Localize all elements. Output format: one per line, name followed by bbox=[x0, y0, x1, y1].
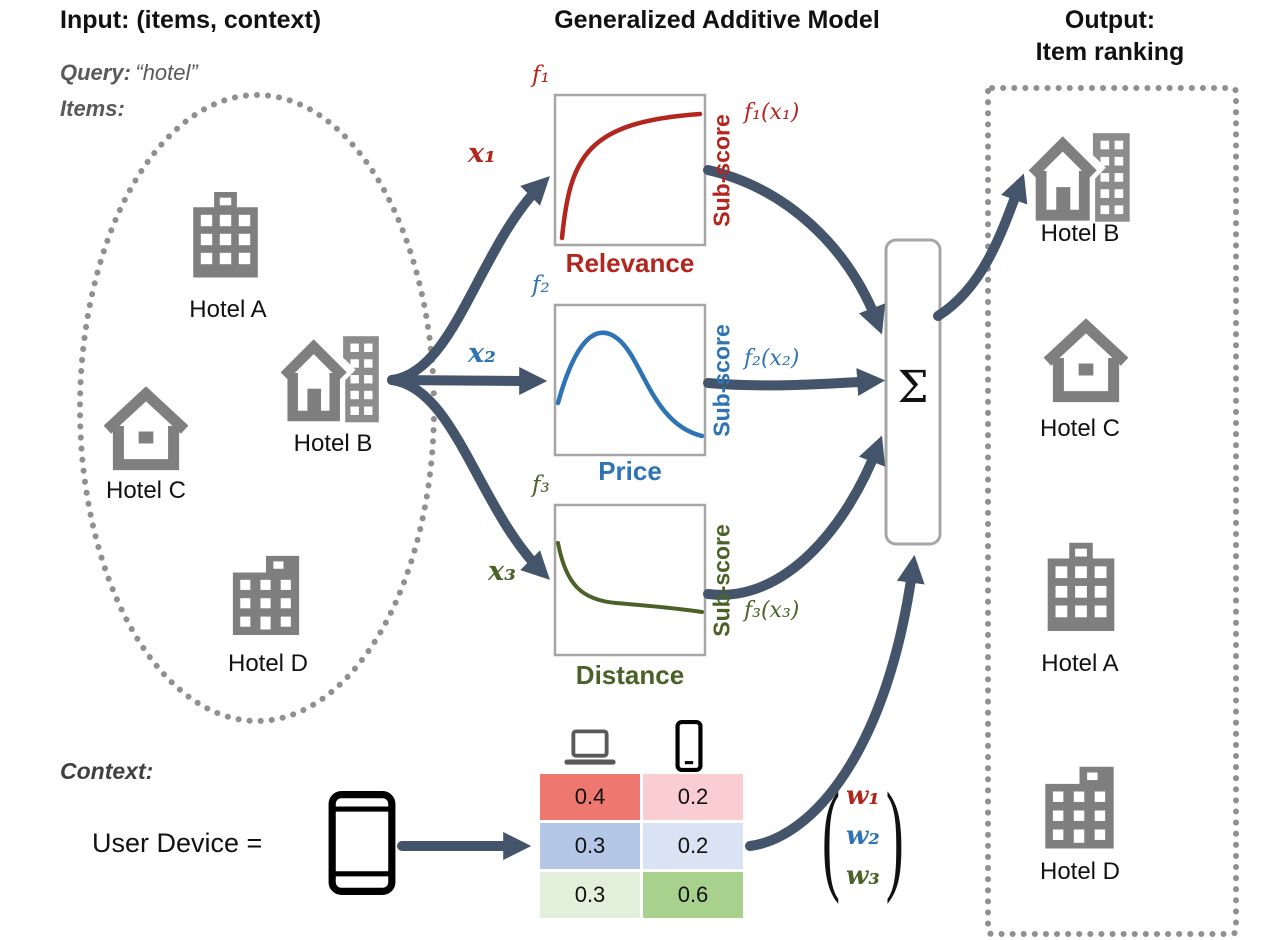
query-value: “hotel” bbox=[135, 60, 198, 85]
phone-column-icon bbox=[678, 722, 701, 770]
output-rank-3-label: Hotel A bbox=[1041, 650, 1119, 677]
hotel-a-label: Hotel A bbox=[189, 296, 267, 323]
context-weight-table: 0.4 0.2 0.3 0.2 0.3 0.6 bbox=[540, 774, 743, 918]
output-rank-1-label: Hotel B bbox=[1040, 220, 1120, 247]
arrow-f1-to-sum bbox=[703, 165, 886, 335]
user-device-label: User Device = bbox=[92, 828, 263, 858]
table-cell-laptop-w1: 0.4 bbox=[540, 774, 640, 820]
table-cell-phone-w3: 0.6 bbox=[643, 872, 743, 918]
right-paren: ) bbox=[885, 767, 904, 905]
hotel-b-label: Hotel B bbox=[293, 430, 373, 457]
hotel-c-icon bbox=[107, 394, 184, 465]
hotel-c-label: Hotel C bbox=[105, 477, 187, 504]
price-chart-box bbox=[553, 303, 707, 457]
sum-symbol: Σ bbox=[897, 362, 929, 413]
output-rank-4-label: Hotel D bbox=[1039, 858, 1121, 885]
output-hotel-c-icon bbox=[1047, 326, 1124, 397]
x1-label: x₁ bbox=[468, 138, 496, 169]
x2-label: x₂ bbox=[468, 338, 496, 369]
table-cell-laptop-w3: 0.3 bbox=[540, 872, 640, 918]
arrow-f2-to-sum bbox=[703, 368, 886, 397]
price-axis: Sub-score bbox=[700, 305, 744, 455]
user-device-smartphone-icon bbox=[332, 795, 392, 892]
f3-label: f₃ bbox=[532, 472, 550, 498]
output-title-line2: Item ranking bbox=[1035, 38, 1185, 66]
relevance-axis: Sub-score bbox=[700, 95, 744, 245]
table-cell-phone-w1: 0.2 bbox=[643, 774, 743, 820]
output-box bbox=[985, 85, 1239, 937]
context-label: Context: bbox=[60, 758, 154, 784]
arrow-f3-to-sum bbox=[703, 435, 886, 600]
f1-label: f₁ bbox=[532, 62, 550, 88]
hotel-d-label: Hotel D bbox=[227, 650, 309, 677]
items-label: Items: bbox=[60, 96, 125, 121]
w1-label: w₁ bbox=[845, 781, 880, 811]
distance-curve bbox=[556, 541, 704, 614]
hotel-d-icon bbox=[232, 555, 300, 635]
weight-list: w₁ w₂ w₃ bbox=[846, 776, 880, 896]
query-line: Query: “hotel” bbox=[60, 60, 198, 86]
output-hotel-b-icon bbox=[1026, 133, 1130, 226]
distance-chart-box bbox=[553, 503, 707, 657]
arrow-x2 bbox=[387, 366, 548, 395]
relevance-name: Relevance bbox=[565, 248, 695, 278]
left-paren: ( bbox=[822, 767, 840, 905]
table-cell-phone-w2: 0.2 bbox=[643, 823, 743, 869]
output-hotel-a-icon bbox=[1047, 542, 1115, 631]
model-title: Generalized Additive Model bbox=[554, 6, 880, 34]
distance-name: Distance bbox=[575, 660, 685, 690]
hotel-a-icon bbox=[193, 192, 258, 278]
laptop-column-icon bbox=[564, 731, 615, 764]
arrow-weights-to-sum bbox=[745, 554, 925, 851]
distance-axis: Sub-score bbox=[700, 505, 744, 655]
price-axis-label: Sub-score bbox=[708, 323, 735, 437]
weight-vector: ( w₁ w₂ w₃ ) bbox=[822, 768, 904, 904]
f3x3-label: f₃(x₃) bbox=[744, 598, 800, 623]
input-title: Input: (items, context) bbox=[60, 6, 322, 34]
x3-label: x₃ bbox=[488, 556, 516, 587]
f1x1-label: f₁(x₁) bbox=[744, 100, 800, 125]
arrow-sum-to-output bbox=[933, 173, 1028, 321]
output-rank-2-label: Hotel C bbox=[1039, 415, 1121, 442]
query-label: Query: bbox=[60, 60, 131, 85]
arrow-x1 bbox=[387, 176, 550, 385]
relevance-chart-box bbox=[553, 93, 707, 247]
output-title-line1: Output: bbox=[1064, 6, 1156, 34]
price-curve bbox=[555, 330, 705, 439]
relevance-axis-label: Sub-score bbox=[708, 113, 735, 227]
distance-axis-label: Sub-score bbox=[708, 523, 735, 637]
w3-label: w₃ bbox=[845, 861, 880, 891]
f2x2-label: f₂(x₂) bbox=[744, 346, 800, 371]
w2-label: w₂ bbox=[845, 821, 880, 851]
f2-label: f₂ bbox=[532, 272, 550, 298]
sum-box bbox=[884, 238, 942, 546]
arrow-x3 bbox=[387, 375, 550, 580]
price-name: Price bbox=[598, 456, 662, 486]
table-cell-laptop-w2: 0.3 bbox=[540, 823, 640, 869]
output-hotel-d-icon bbox=[1045, 766, 1114, 849]
hotel-b-icon bbox=[278, 336, 379, 426]
relevance-curve bbox=[559, 111, 703, 241]
